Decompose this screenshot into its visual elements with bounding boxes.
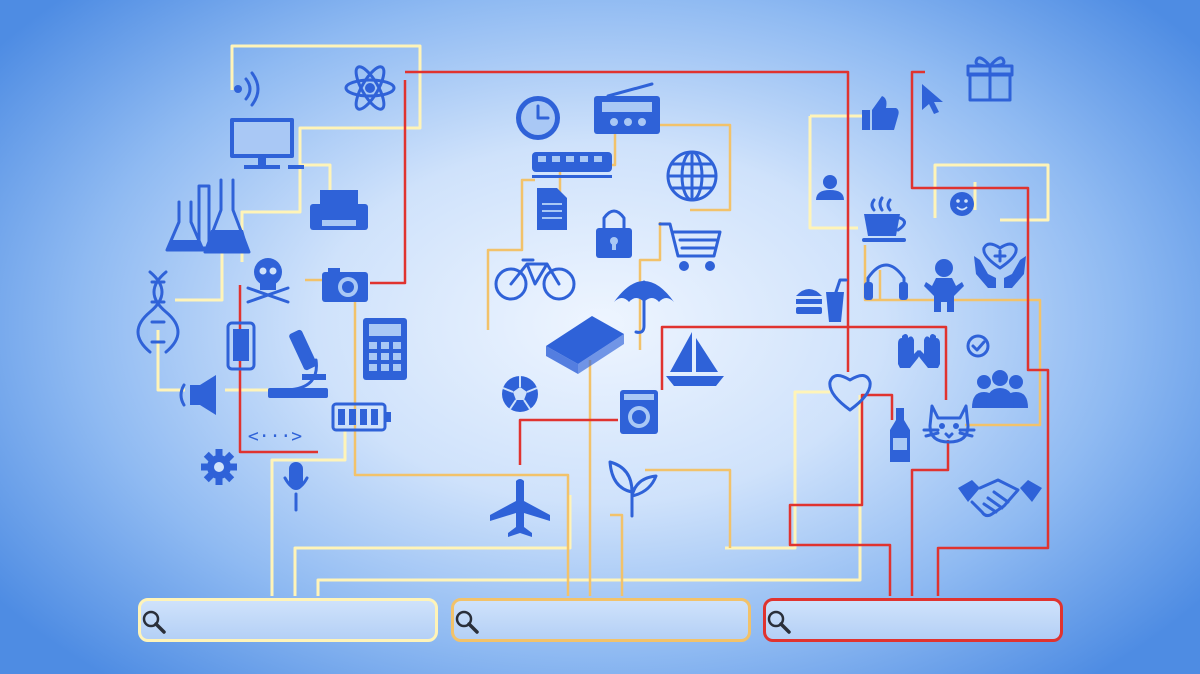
magnifier-icon[interactable] xyxy=(454,609,480,635)
smiley-icon xyxy=(950,192,974,216)
document-icon xyxy=(537,188,567,230)
lock-icon xyxy=(596,209,632,258)
dna-icon xyxy=(136,270,180,354)
wifi-icon xyxy=(234,71,260,107)
atom-icon xyxy=(344,65,396,111)
raised-hands-icon xyxy=(898,334,940,368)
child-icon xyxy=(924,259,964,312)
skull-icon xyxy=(246,258,290,304)
lab-flasks-icon xyxy=(165,178,251,254)
magnifier-icon[interactable] xyxy=(766,609,792,635)
fast-food-icon xyxy=(796,278,848,322)
umbrella-icon xyxy=(614,280,674,334)
cursor-icon xyxy=(922,84,943,114)
shopping-cart-icon xyxy=(658,222,722,271)
cat-icon xyxy=(922,404,976,444)
search-bar-right[interactable] xyxy=(763,598,1063,642)
group-icon xyxy=(972,370,1028,408)
train-icon xyxy=(532,152,612,178)
checkmark-icon xyxy=(966,334,990,358)
phone-icon xyxy=(226,321,256,371)
code-symbol-text: <···> xyxy=(248,426,302,447)
heart-icon xyxy=(828,374,872,412)
headphones-icon xyxy=(864,263,908,300)
camera-icon xyxy=(322,268,368,302)
code-icon: <···> xyxy=(248,426,302,447)
battery-icon xyxy=(331,402,391,432)
heart-hands-icon xyxy=(974,242,1026,288)
magnifier-icon[interactable] xyxy=(141,609,167,635)
calculator-icon xyxy=(363,318,407,380)
monitor-icon xyxy=(230,118,304,169)
thumbs-up-icon xyxy=(862,96,899,130)
bicycle-icon xyxy=(494,258,576,301)
gear-icon xyxy=(201,449,237,485)
search-bar-left[interactable] xyxy=(138,598,438,642)
globe-icon xyxy=(666,150,718,202)
radio-icon xyxy=(594,82,660,134)
speaker-icon xyxy=(179,375,216,415)
gift-icon xyxy=(966,56,1014,102)
coffee-cup-icon xyxy=(862,196,906,242)
microphone-icon xyxy=(283,462,309,512)
washing-machine-icon xyxy=(620,390,658,434)
books-icon xyxy=(546,316,624,374)
search-bar-center[interactable] xyxy=(451,598,751,642)
microscope-icon xyxy=(268,329,328,398)
clock-icon xyxy=(516,96,560,140)
user-icon xyxy=(816,175,844,200)
bottle-icon xyxy=(890,408,910,462)
printer-icon xyxy=(310,190,368,230)
sailboat-icon xyxy=(666,332,724,386)
sprout-icon xyxy=(608,460,658,518)
airplane-icon xyxy=(490,479,550,537)
soccer-ball-icon xyxy=(502,376,538,412)
handshake-icon xyxy=(958,478,1042,518)
